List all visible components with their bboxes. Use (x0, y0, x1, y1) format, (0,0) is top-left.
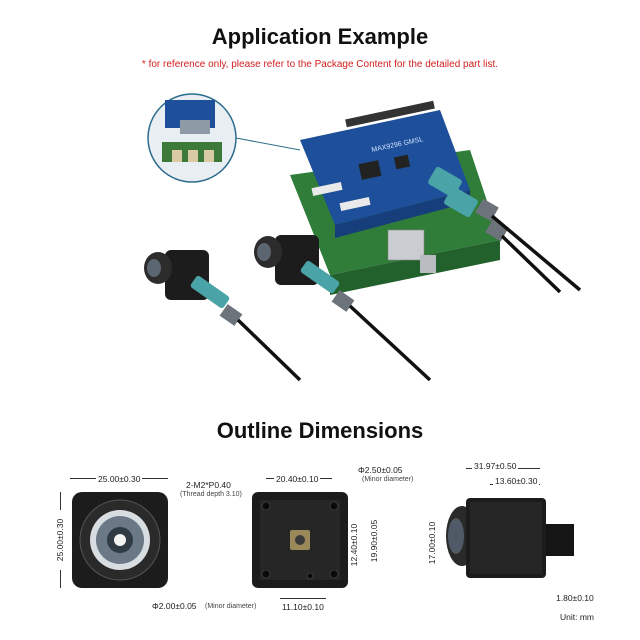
zoom-inset (147, 93, 237, 183)
camera-module-2 (254, 235, 432, 382)
side-height-label: 17.00±0.10 (427, 521, 437, 565)
dimensions-title: Outline Dimensions (216, 418, 424, 443)
hole-spec-label: Φ2.50±0.05 (358, 465, 403, 475)
side-offset-label: 1.80±0.10 (556, 593, 594, 603)
back-top-width-label: 20.40±0.10 (274, 474, 321, 484)
bottom-width-label: 11.10±0.10 (282, 602, 324, 612)
bottom-width-line (280, 598, 326, 599)
back-height-2-label: 19.90±0.05 (369, 519, 379, 563)
side-total-width-label: 31.97±0.50 (472, 461, 519, 471)
application-illustration: MAX9296 GMSL (144, 93, 582, 382)
hole-minor-note: (Minor diameter) (362, 476, 414, 483)
reference-note: * for reference only, please refer to th… (141, 59, 499, 70)
unit-label: Unit: mm (560, 612, 594, 622)
back-height-1-label: 12.40±0.10 (349, 523, 359, 567)
front-height-label: 25.00±0.30 (55, 510, 65, 570)
front-view (72, 492, 168, 588)
camera-module-1 (144, 250, 302, 382)
side-body-width-label: 13.60±0.30 (493, 476, 540, 486)
side-view (446, 498, 574, 578)
screw-spec-label: 2-M2*P0.40 (186, 480, 231, 490)
back-view (252, 492, 348, 588)
front-width-label: 25.00±0.30 (96, 474, 143, 484)
bottom-hole-note: (Minor diameter) (205, 603, 257, 610)
bottom-hole-label: Φ2.00±0.05 (152, 601, 197, 611)
application-title: Application Example (211, 24, 429, 49)
screw-depth-note: (Thread depth 3.10) (180, 491, 242, 498)
